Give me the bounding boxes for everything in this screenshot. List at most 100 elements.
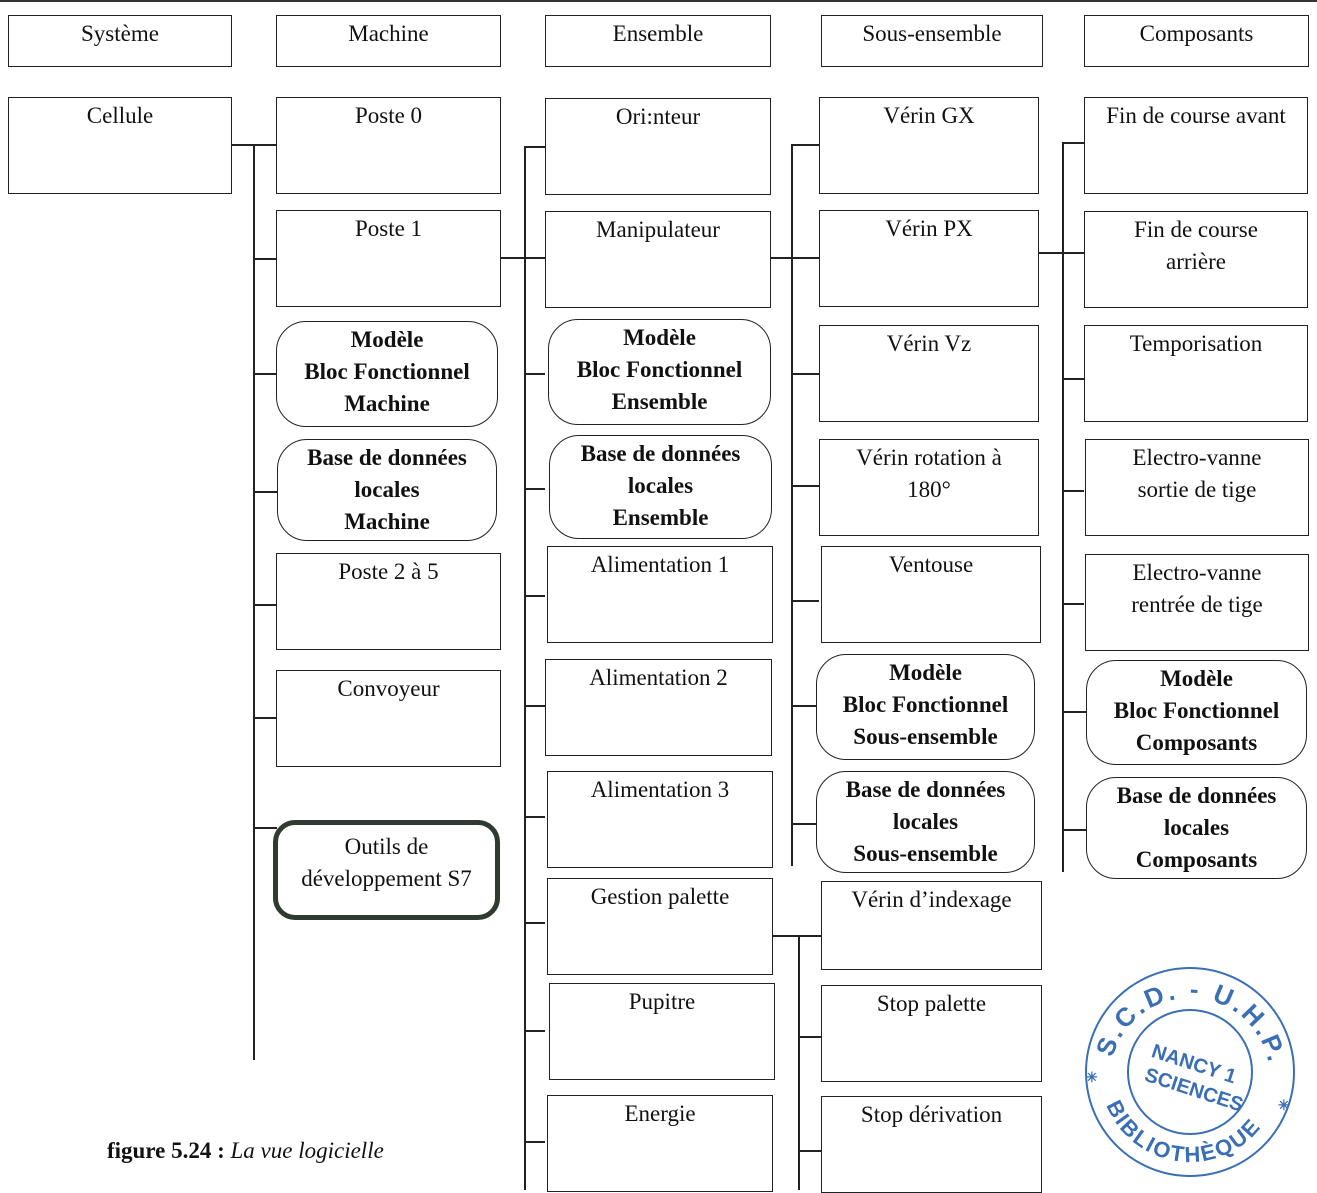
top-rule xyxy=(0,0,1317,2)
node-stop-palette: Stop palette xyxy=(821,985,1042,1082)
text-line: Composants xyxy=(1135,730,1258,755)
header-sous-ensemble: Sous-ensemble xyxy=(821,15,1043,67)
stamp-inner-ring xyxy=(1127,1009,1253,1135)
text-line: Base de données xyxy=(845,777,1006,802)
figure-title: La vue logicielle xyxy=(230,1138,384,1163)
connector-line xyxy=(253,717,277,719)
node-alimentation-1: Alimentation 1 xyxy=(547,546,773,643)
node-manipulateur: Manipulateur xyxy=(545,211,771,308)
node-verin-indexage: Vérin d’indexage xyxy=(821,881,1042,970)
header-machine: Machine xyxy=(276,15,501,67)
connector-line xyxy=(773,935,799,937)
connector-line xyxy=(524,1030,545,1032)
text-line: Modèle xyxy=(623,325,696,350)
connector-line xyxy=(791,257,819,259)
connector-line xyxy=(253,491,277,493)
text-line: Ensemble xyxy=(611,389,708,414)
connector-line xyxy=(524,373,545,375)
connector-line xyxy=(524,595,545,597)
node-modele-composants: Modèle Bloc Fonctionnel Composants xyxy=(1086,660,1307,765)
connector-line xyxy=(524,705,545,707)
text-line: Base de données xyxy=(307,445,467,470)
node-poste-0: Poste 0 xyxy=(276,97,501,194)
text-line: Modèle xyxy=(350,327,424,352)
node-modele-sous-ensemble: Modèle Bloc Fonctionnel Sous-ensemble xyxy=(816,654,1035,760)
node-verin-px: Vérin PX xyxy=(819,210,1039,307)
stamp-outer-ring xyxy=(1085,967,1295,1177)
node-electrovanne-sortie: Electro-vanne sortie de tige xyxy=(1085,439,1309,536)
connector-line xyxy=(501,257,525,259)
node-electrovanne-rentree: Electro-vanne rentrée de tige xyxy=(1085,554,1309,651)
connector-line xyxy=(1062,711,1086,713)
connector-line xyxy=(791,373,819,375)
connector-line xyxy=(791,600,819,602)
text-line: locales xyxy=(892,809,959,834)
text-line: Bloc Fonctionnel xyxy=(1113,698,1280,723)
connector-line xyxy=(1062,252,1084,254)
connector-line xyxy=(791,823,816,825)
figure-caption: figure 5.24 : La vue logicielle xyxy=(107,1138,384,1164)
node-ventouse: Ventouse xyxy=(821,546,1041,643)
figure-number: figure 5.24 : xyxy=(107,1138,225,1163)
connector-line xyxy=(253,144,277,146)
text-line: Bloc Fonctionnel xyxy=(842,692,1009,717)
node-bdd-ensemble: Base de données locales Ensemble xyxy=(549,435,772,539)
connector-line xyxy=(524,257,545,259)
text-line: développement S7 xyxy=(301,866,472,891)
node-bdd-machine: Base de données locales Machine xyxy=(277,439,497,541)
text-line: sortie de tige xyxy=(1137,477,1257,502)
connector-line xyxy=(1062,829,1086,831)
stamp-star-icon: ✳ xyxy=(1278,1097,1290,1113)
text-line: rentrée de tige xyxy=(1131,592,1263,617)
connector-line xyxy=(1062,603,1084,605)
connector-line xyxy=(524,816,545,818)
connector-line xyxy=(798,1150,821,1152)
connector-line xyxy=(1062,142,1064,872)
node-modele-ensemble: Modèle Bloc Fonctionnel Ensemble xyxy=(548,319,771,425)
connector-line xyxy=(253,144,255,1060)
connector-line xyxy=(791,144,793,866)
text-line: locales xyxy=(1163,815,1230,840)
node-pupitre: Pupitre xyxy=(549,983,775,1080)
node-verin-rotation: Vérin rotation à 180° xyxy=(819,439,1039,536)
connector-line xyxy=(253,258,277,260)
node-convoyeur: Convoyeur xyxy=(276,670,501,767)
node-stop-derivation: Stop dérivation xyxy=(821,1096,1042,1193)
node-alimentation-2: Alimentation 2 xyxy=(545,659,772,756)
node-fin-course-arriere: Fin de course arrière xyxy=(1084,211,1308,308)
connector-line xyxy=(791,144,819,146)
text-line: Machine xyxy=(344,391,430,416)
connector-line xyxy=(253,373,277,375)
node-bdd-sous-ensemble: Base de données locales Sous-ensemble xyxy=(816,771,1035,873)
text-line: arrière xyxy=(1166,249,1226,274)
text-line: Modèle xyxy=(1160,666,1233,691)
connector-line xyxy=(524,488,545,490)
connector-line xyxy=(524,922,545,924)
node-verin-gx: Vérin GX xyxy=(819,97,1039,194)
node-fin-course-avant: Fin de course avant xyxy=(1084,97,1308,194)
header-systeme: Système xyxy=(8,15,232,67)
node-temporisation: Temporisation xyxy=(1084,325,1308,422)
text-line: Fin de course xyxy=(1134,217,1258,242)
text-line: Outils de xyxy=(344,834,429,859)
connector-line xyxy=(1062,378,1084,380)
text-line: Base de données xyxy=(580,441,741,466)
text-line: Electro-vanne xyxy=(1132,560,1262,585)
connector-line xyxy=(524,146,526,1190)
node-poste-2-a-5: Poste 2 à 5 xyxy=(276,553,501,650)
text-line: Electro-vanne xyxy=(1132,445,1262,470)
connector-line xyxy=(524,1141,545,1143)
library-stamp: S.C.D. - U.H.P. BIBLIOTHÈQUE NANCY 1 SCI… xyxy=(1085,967,1295,1177)
text-line: Bloc Fonctionnel xyxy=(304,359,470,384)
connector-line xyxy=(791,485,819,487)
text-line: Bloc Fonctionnel xyxy=(576,357,743,382)
connector-line xyxy=(771,257,792,259)
node-alimentation-3: Alimentation 3 xyxy=(547,771,773,868)
node-cellule: Cellule xyxy=(8,97,232,194)
connector-line xyxy=(798,935,821,937)
text-line: Modèle xyxy=(889,660,962,685)
text-line: Base de données xyxy=(1116,783,1277,808)
stamp-star-icon: ✳ xyxy=(1086,1069,1098,1085)
text-line: locales xyxy=(354,477,420,502)
text-line: Composants xyxy=(1135,847,1258,872)
